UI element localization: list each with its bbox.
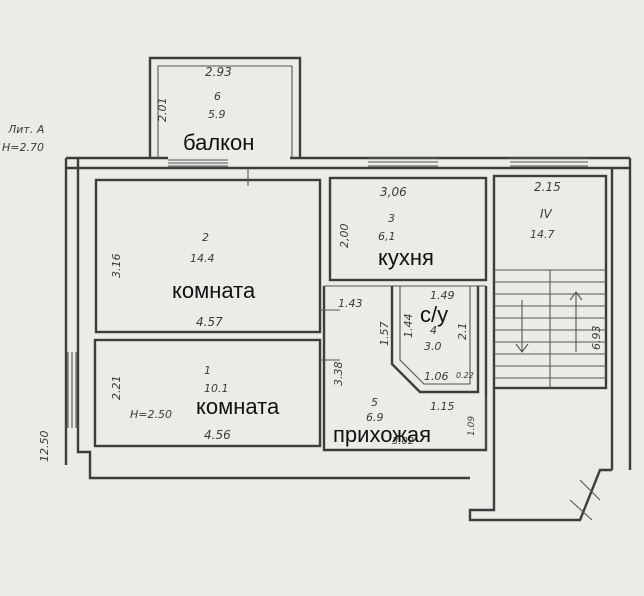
room-2-outline (94, 178, 322, 334)
room-1-label: комната (196, 394, 280, 419)
room-1-area: 10.1 (204, 382, 229, 395)
balcony-area: 5.9 (208, 108, 226, 121)
ceiling-height: H=2.70 (2, 141, 44, 154)
bath-side-a: 1.44 (402, 314, 415, 339)
balcony-label: балкон (183, 130, 254, 155)
bath-area: 3.0 (424, 340, 442, 353)
room-1-depth: 2.21 (110, 376, 123, 401)
hall-dim-2: 1.57 (378, 322, 391, 347)
balcony-outline (148, 56, 302, 158)
kitchen-width: 3,06 (380, 185, 407, 199)
hall-dim-3: 1.09 (467, 416, 477, 436)
kitchen-label: кухня (378, 245, 434, 270)
staircase (468, 174, 612, 522)
kitchen-area: 6,1 (378, 230, 396, 243)
lit-label: Лит. А (7, 123, 44, 136)
hallway-outline (320, 285, 488, 452)
kitchen-number: 3 (388, 212, 395, 225)
balcony-number: 6 (214, 90, 221, 103)
bath-small-dim: 0.22 (456, 371, 474, 380)
room-2-label: комната (172, 278, 256, 303)
hall-width: 1.15 (430, 400, 455, 413)
overall-dimension: 12.50 (38, 431, 51, 463)
kitchen-outline (328, 176, 488, 282)
bathroom-outline (390, 286, 487, 448)
bath-number: 4 (430, 324, 437, 337)
stair-width: 2.15 (534, 180, 561, 194)
room-2-area: 14.4 (190, 252, 215, 265)
hall-dim-1: 1.43 (338, 297, 363, 310)
room-1-width: 4.56 (204, 428, 231, 442)
hall-label: прихожая (333, 422, 431, 447)
balcony-depth: 2.01 (156, 98, 169, 123)
bath-width: 1.49 (430, 289, 455, 302)
stair-length: 6.93 (590, 326, 603, 351)
room-2-number: 2 (202, 231, 209, 244)
room-2-width: 4.57 (196, 315, 223, 329)
room-1-number: 1 (204, 364, 211, 377)
bath-label: с/у (420, 302, 448, 327)
room-1-depth-2: 3.38 (332, 362, 345, 387)
stair-number: IV (540, 207, 553, 221)
room-1-height: H=2.50 (130, 408, 172, 421)
balcony-width: 2.93 (205, 65, 232, 79)
hall-area: 6.9 (366, 411, 384, 424)
stair-area: 14.7 (530, 228, 555, 241)
kitchen-depth: 2,00 (338, 224, 351, 249)
hall-dim-4: 3.02 (392, 436, 414, 447)
hall-number: 5 (371, 396, 378, 409)
room-1-outline (93, 338, 322, 448)
bath-diagonal: 1.06 (424, 370, 449, 383)
room-2-depth: 3.16 (110, 254, 123, 279)
bath-side-b: 2.1 (456, 323, 469, 341)
windows (67, 157, 588, 428)
